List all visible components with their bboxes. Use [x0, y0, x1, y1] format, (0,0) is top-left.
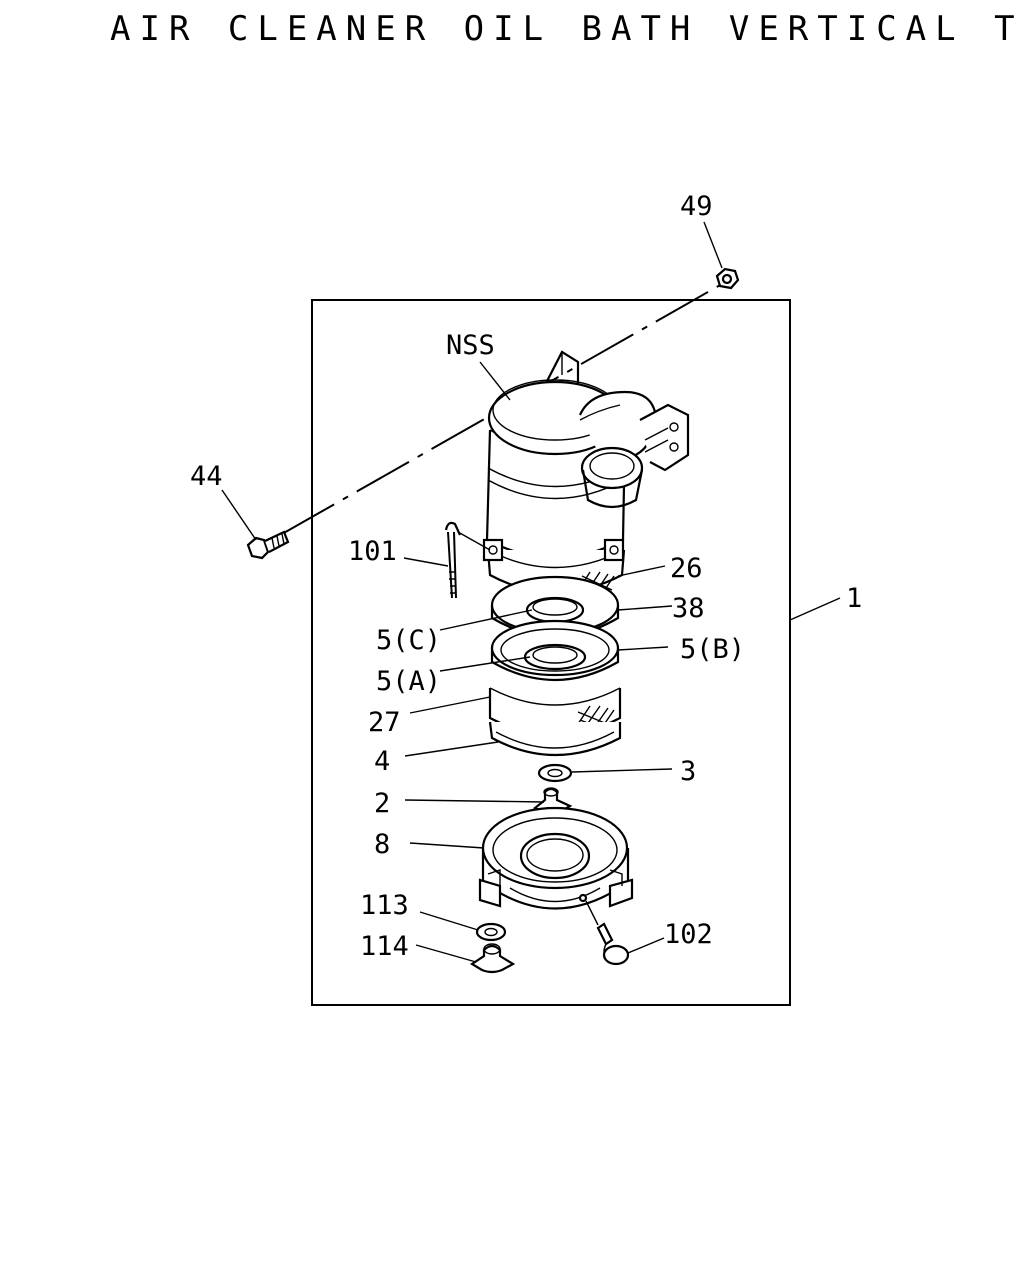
part-5b-filter-element — [490, 619, 620, 682]
part-114-wing-nut — [469, 943, 516, 974]
part-44-bolt — [246, 530, 290, 560]
label-102: 102 — [664, 919, 713, 950]
part-101-pin — [444, 521, 491, 599]
label-5b: 5(B) — [680, 634, 745, 665]
label-38: 38 — [672, 593, 705, 624]
label-27: 27 — [368, 707, 401, 738]
label-1: 1 — [846, 583, 862, 614]
part-4-gasket — [488, 721, 622, 757]
label-nss: NSS — [446, 330, 495, 361]
label-5a: 5(A) — [376, 666, 441, 697]
diagram-title: AIR CLEANER OIL BATH VERTICAL TYPE — [110, 9, 1024, 49]
part-102-drain-plug — [578, 893, 630, 966]
leader-lines — [221, 221, 841, 963]
part-113-washer — [475, 922, 507, 942]
label-8: 8 — [374, 829, 390, 860]
label-44: 44 — [190, 461, 223, 492]
label-49: 49 — [680, 191, 713, 222]
label-3: 3 — [680, 756, 696, 787]
label-101: 101 — [348, 536, 397, 567]
part-3-washer — [537, 763, 573, 783]
part-49-nut — [715, 267, 740, 290]
label-5c: 5(C) — [376, 625, 441, 656]
part-8-oil-bowl — [478, 806, 634, 910]
label-2: 2 — [374, 788, 390, 819]
label-114: 114 — [360, 931, 409, 962]
label-26: 26 — [670, 553, 703, 584]
label-4: 4 — [374, 746, 390, 777]
label-113: 113 — [360, 890, 409, 921]
part-nss-cover — [485, 350, 690, 559]
assembly-frame — [311, 299, 791, 1006]
